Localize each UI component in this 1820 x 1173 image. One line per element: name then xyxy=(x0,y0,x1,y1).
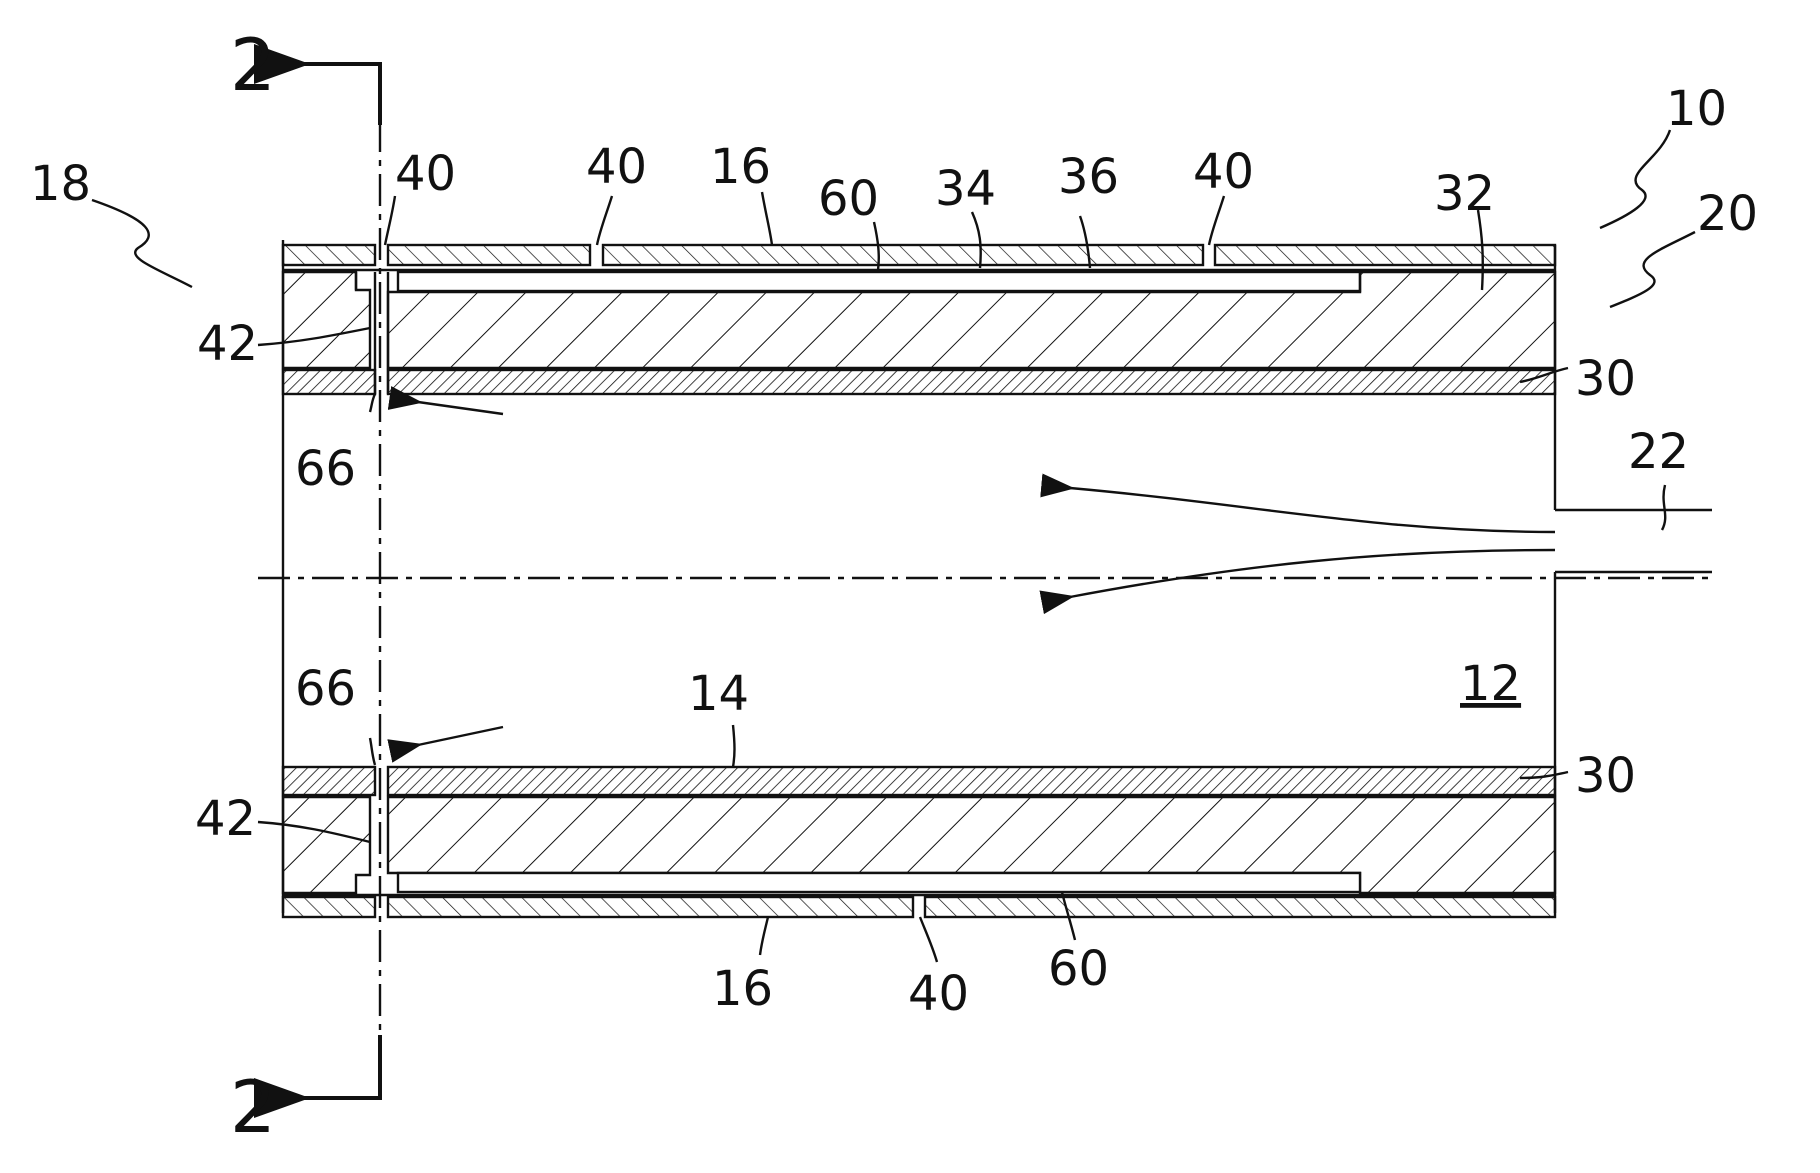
label-40-bottom: 40 xyxy=(908,966,969,1022)
inner-layer-bottom-b xyxy=(388,767,1555,795)
label-60-bottom: 60 xyxy=(1048,941,1109,997)
label-20: 20 xyxy=(1697,186,1758,242)
label-10: 10 xyxy=(1666,81,1727,137)
label-30-top: 30 xyxy=(1575,351,1636,407)
flow-arrow-top-outlet xyxy=(418,402,503,414)
label-36: 36 xyxy=(1058,149,1119,205)
channel-60-top xyxy=(398,272,1360,291)
label-42-bottom: 42 xyxy=(195,791,256,847)
label-32: 32 xyxy=(1434,166,1495,222)
label-16-bottom: 16 xyxy=(712,961,773,1017)
section-mark-bottom-arrow xyxy=(302,1035,380,1098)
label-66-bottom: 66 xyxy=(295,661,356,717)
label-42-top: 42 xyxy=(197,316,258,372)
outer-sleeve-top xyxy=(283,245,1555,265)
label-40-a: 40 xyxy=(395,146,456,202)
label-18: 18 xyxy=(30,156,91,212)
flow-arrow-upper xyxy=(1070,488,1555,532)
label-22: 22 xyxy=(1628,424,1689,480)
outer-sleeve-bottom xyxy=(283,897,1555,917)
label-40-b: 40 xyxy=(586,139,647,195)
inner-layer-bottom-a xyxy=(283,767,375,795)
inner-layer-top-b xyxy=(388,370,1555,394)
label-34: 34 xyxy=(935,161,996,217)
label-40-c: 40 xyxy=(1193,144,1254,200)
flow-arrow-lower xyxy=(1070,550,1555,597)
inner-layer-top-a xyxy=(283,370,375,394)
section-mark-top: 2 xyxy=(230,23,276,107)
label-12: 12 xyxy=(1460,656,1521,712)
label-16-top: 16 xyxy=(710,139,771,195)
channel-60-bottom xyxy=(398,873,1360,892)
section-mark-top-arrow xyxy=(302,64,380,125)
body-layer-bottom xyxy=(283,797,370,893)
label-66-top: 66 xyxy=(295,441,356,497)
label-60-top: 60 xyxy=(818,171,879,227)
section-mark-bottom: 2 xyxy=(230,1065,276,1149)
label-14: 14 xyxy=(688,666,749,722)
tail-pipe-22 xyxy=(1555,510,1712,572)
label-30-bottom: 30 xyxy=(1575,748,1636,804)
flow-arrow-bottom-outlet xyxy=(418,727,503,745)
